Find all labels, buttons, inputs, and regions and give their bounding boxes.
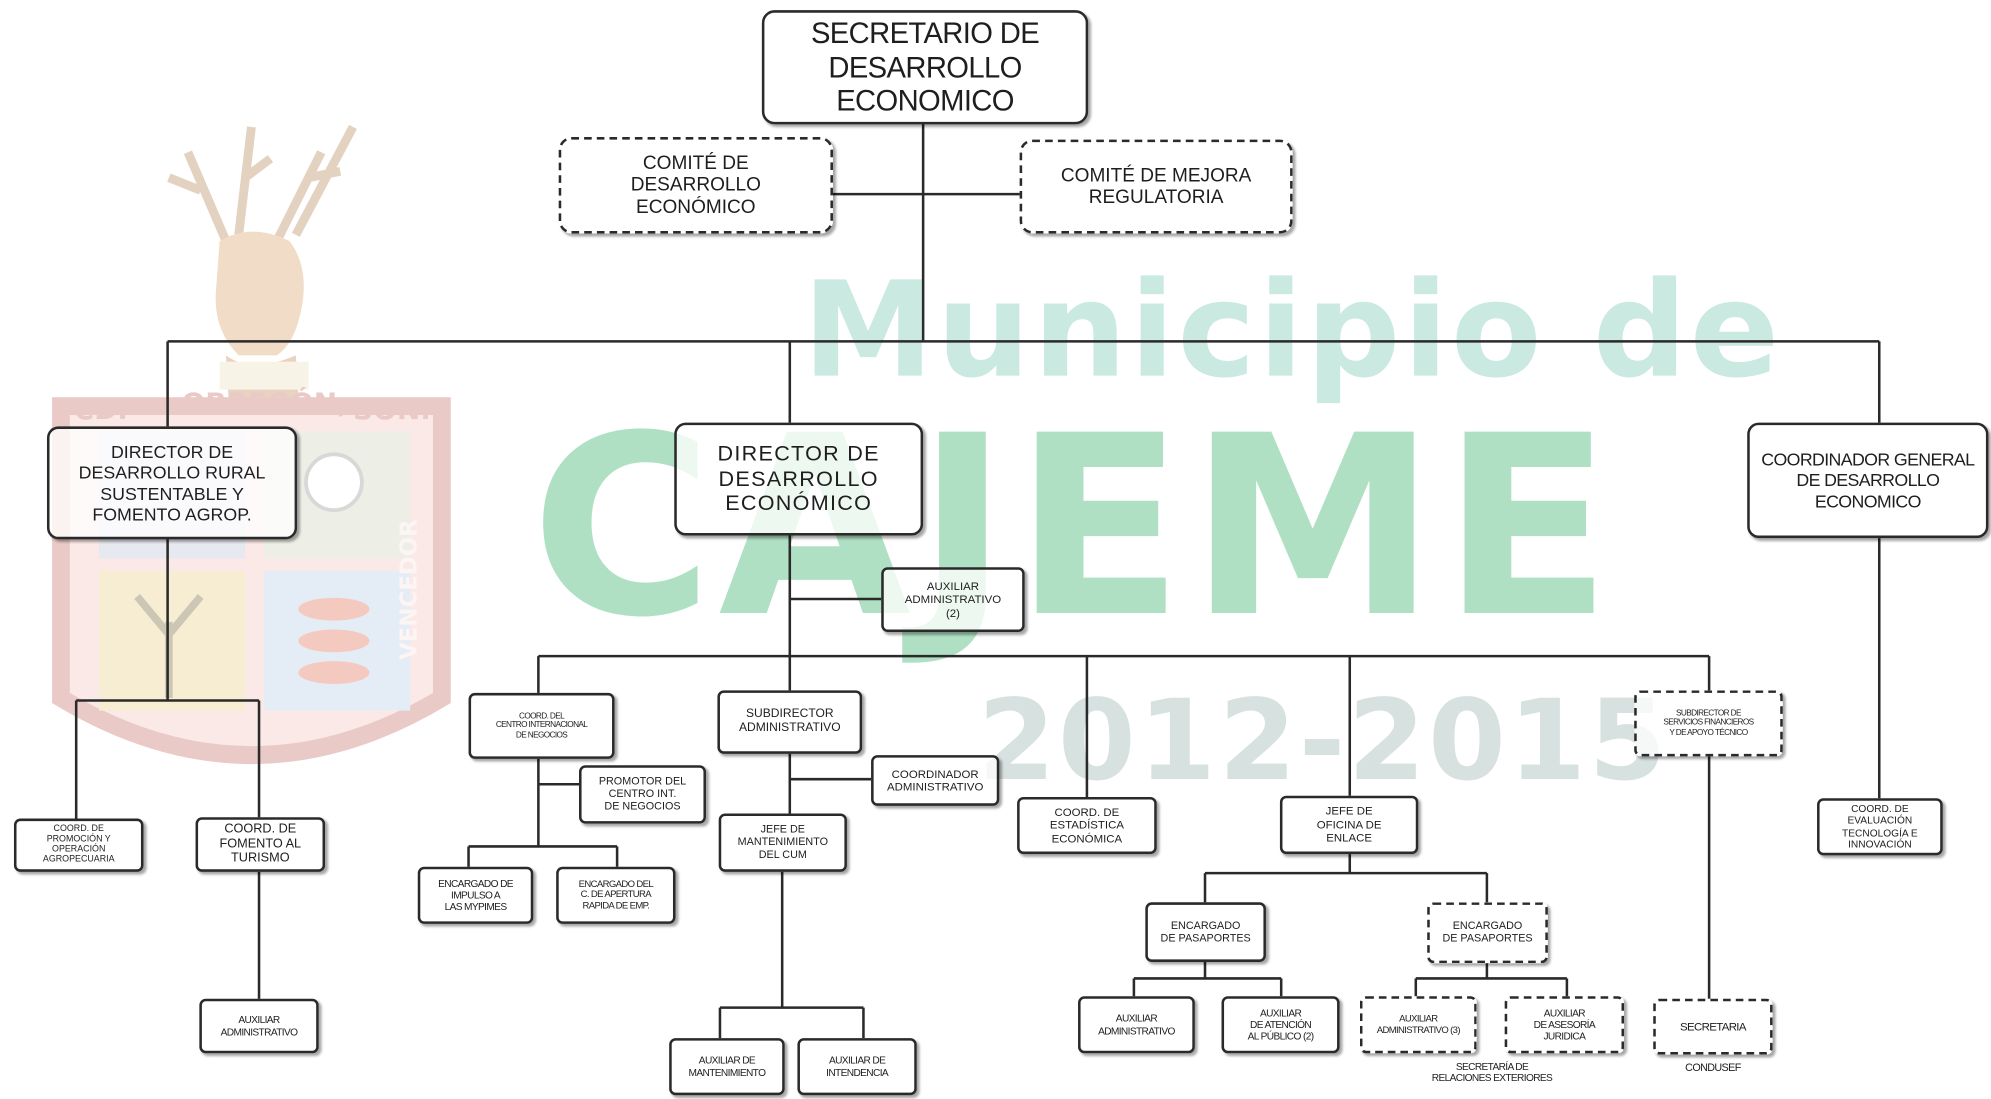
node-subdirector-admin: SUBDIRECTOR ADMINISTRATIVO xyxy=(717,690,863,754)
node-aux-admin-enlace: AUXILIAR ADMINISTRATIVO xyxy=(1078,996,1195,1054)
node-promotor: PROMOTOR DEL CENTRO INT. DE NEGOCIOS xyxy=(579,765,706,824)
node-encargado-pasaportes-1: ENCARGADO DE PASAPORTES xyxy=(1145,902,1266,962)
node-comite-mejora: COMITÉ DE MEJORA REGULATORIA xyxy=(1019,139,1293,234)
node-director-desarrollo: DIRECTOR DE DESARROLLO ECONÓMICO xyxy=(674,422,924,536)
node-aux-atencion: AUXILIAR DE ATENCIÓN AL PÚBLICO (2) xyxy=(1221,996,1340,1054)
node-aux-mantenimiento: AUXILIAR DE MANTENIMIENTO xyxy=(669,1038,785,1096)
node-coord-estadistica: COORD. DE ESTADÍSTICA ECONÓMICA xyxy=(1017,796,1157,855)
node-subdirector-servicios: SUBDIRECTOR DE SERVICIOS FINANCIEROS Y D… xyxy=(1634,690,1783,757)
watermark-municipio: Municipio de xyxy=(802,252,1782,408)
crest-text-vencedor: VENCEDOR xyxy=(396,519,422,660)
node-director-rural: DIRECTOR DE DESARROLLO RURAL SUSTENTABLE… xyxy=(46,426,298,540)
node-coord-promocion: COORD. DE PROMOCIÓN Y OPERACIÓN AGROPECU… xyxy=(13,818,144,872)
node-aux-intendencia: AUXILIAR DE INTENDENCIA xyxy=(797,1038,917,1096)
crest-text-son: SON. xyxy=(353,393,431,426)
crest-text-cd: CD. xyxy=(74,393,128,426)
node-encargado-mypimes: ENCARGADO DE IMPULSO A LAS MYPIMES xyxy=(417,866,534,924)
node-aux-juridica: AUXILIAR DE ASESORÍA JURIDICA xyxy=(1504,996,1625,1054)
node-coord-centro: COORD. DEL CENTRO INTERNACIONAL DE NEGOC… xyxy=(468,692,615,759)
crest-text-obregon: OBREGÓN, xyxy=(182,385,348,419)
node-secretaria: SECRETARIA xyxy=(1653,998,1773,1055)
node-aux-admin-3: AUXILIAR ADMINISTRATIVO (3) xyxy=(1359,996,1477,1054)
node-auxiliar-turismo: AUXILIAR ADMINISTRATIVO xyxy=(199,998,319,1054)
node-secretario: SECRETARIO DE DESARROLLO ECONOMICO xyxy=(761,10,1089,125)
node-jefe-enlace: JEFE DE OFICINA DE ENLACE xyxy=(1279,795,1419,855)
node-encargado-apertura: ENCARGADO DEL C. DE APERTURA RAPIDA DE E… xyxy=(556,866,676,924)
node-encargado-pasaportes-2: ENCARGADO DE PASAPORTES xyxy=(1427,902,1548,964)
caption-relaciones-exteriores: SECRETARÍA DE RELACIONES EXTERIORES xyxy=(1431,1060,1553,1085)
node-auxiliar-admin-2: AUXILIAR ADMINISTRATIVO (2) xyxy=(881,567,1025,632)
node-comite-desarrollo: COMITÉ DE DESARROLLO ECONÓMICO xyxy=(558,137,833,234)
node-coordinador-admin: COORDINADOR ADMINISTRATIVO xyxy=(871,755,1000,806)
node-coord-turismo: COORD. DE FOMENTO AL TURISMO xyxy=(195,817,326,872)
node-coordinador-general: COORDINADOR GENERAL DE DESARROLLO ECONOM… xyxy=(1747,422,1989,539)
node-jefe-mantenimiento: JEFE DE MANTENIMIENTO DEL CUM xyxy=(718,813,847,872)
node-coord-evaluacion: COORD. DE EVALUACIÓN TECNOLOGÍA E INNOVA… xyxy=(1817,798,1943,856)
watermark-years: 2012-2015 xyxy=(977,675,1669,806)
caption-condusef: CONDUSEF xyxy=(1685,1060,1741,1074)
